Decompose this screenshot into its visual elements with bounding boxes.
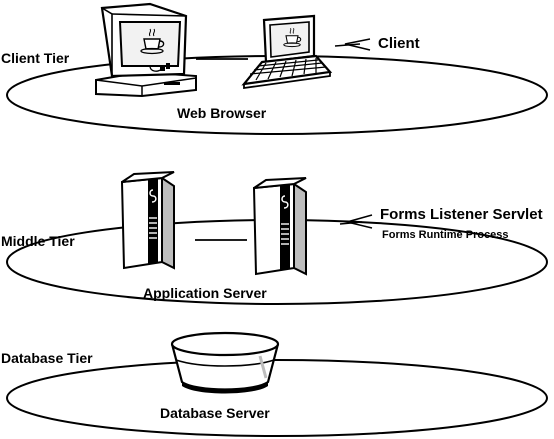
database-tier-platform xyxy=(6,359,548,437)
database-server-label: Database Server xyxy=(160,405,270,421)
middle-tier-label: Middle Tier xyxy=(1,233,75,249)
server-tower-icon xyxy=(121,171,175,269)
forms-runtime-process-label: Forms Runtime Process xyxy=(382,229,509,241)
client-callout-marks xyxy=(334,38,371,51)
web-browser-label: Web Browser xyxy=(177,105,267,121)
database-tier xyxy=(6,331,548,437)
laptop-icon xyxy=(241,14,333,90)
database-tier-label: Database Tier xyxy=(1,350,93,366)
client-tier xyxy=(6,2,548,135)
application-server-label: Application Server xyxy=(143,285,267,301)
desktop-computer-icon xyxy=(95,2,197,98)
server-tower-icon xyxy=(253,177,307,275)
database-drum-icon xyxy=(170,331,280,394)
middle-tier xyxy=(6,171,548,305)
client-callout-label: Client xyxy=(378,35,420,52)
middle-callout-marks xyxy=(339,214,373,229)
forms-listener-servlet-label: Forms Listener Servlet xyxy=(380,206,543,223)
client-tier-label: Client Tier xyxy=(1,50,70,66)
